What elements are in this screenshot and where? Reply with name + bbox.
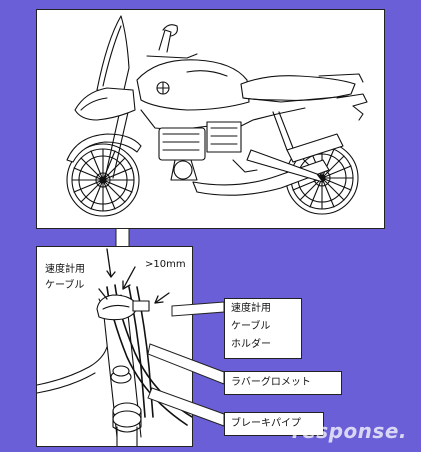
speedo-cable-label-line1: 速度計用 — [45, 264, 85, 275]
rubber-grommet-label: ラバーグロメット — [224, 371, 342, 395]
speedo-cable-label-line2: ケーブル — [45, 280, 85, 291]
brake-pipe-label: ブレーキパイプ — [224, 412, 324, 436]
gap-dimension-label: >10mm — [145, 259, 186, 270]
motorcycle-drawing — [66, 15, 368, 217]
cable-holder-label-line1: 速度計用 — [231, 303, 271, 314]
cable-holder-label-line2: ケーブル — [231, 321, 271, 332]
cable-detail-panel: 速度計用 ケーブル >10mm — [36, 246, 193, 447]
cable-holder-label-line3: ホルダー — [231, 339, 271, 350]
cable-holder-label-box: 速度計用 ケーブル ホルダー — [224, 298, 302, 359]
motorcycle-illustration-panel — [36, 9, 385, 229]
response-watermark: response. — [291, 419, 407, 443]
front-wheel — [66, 143, 140, 217]
fork-detail-drawing — [37, 248, 192, 446]
